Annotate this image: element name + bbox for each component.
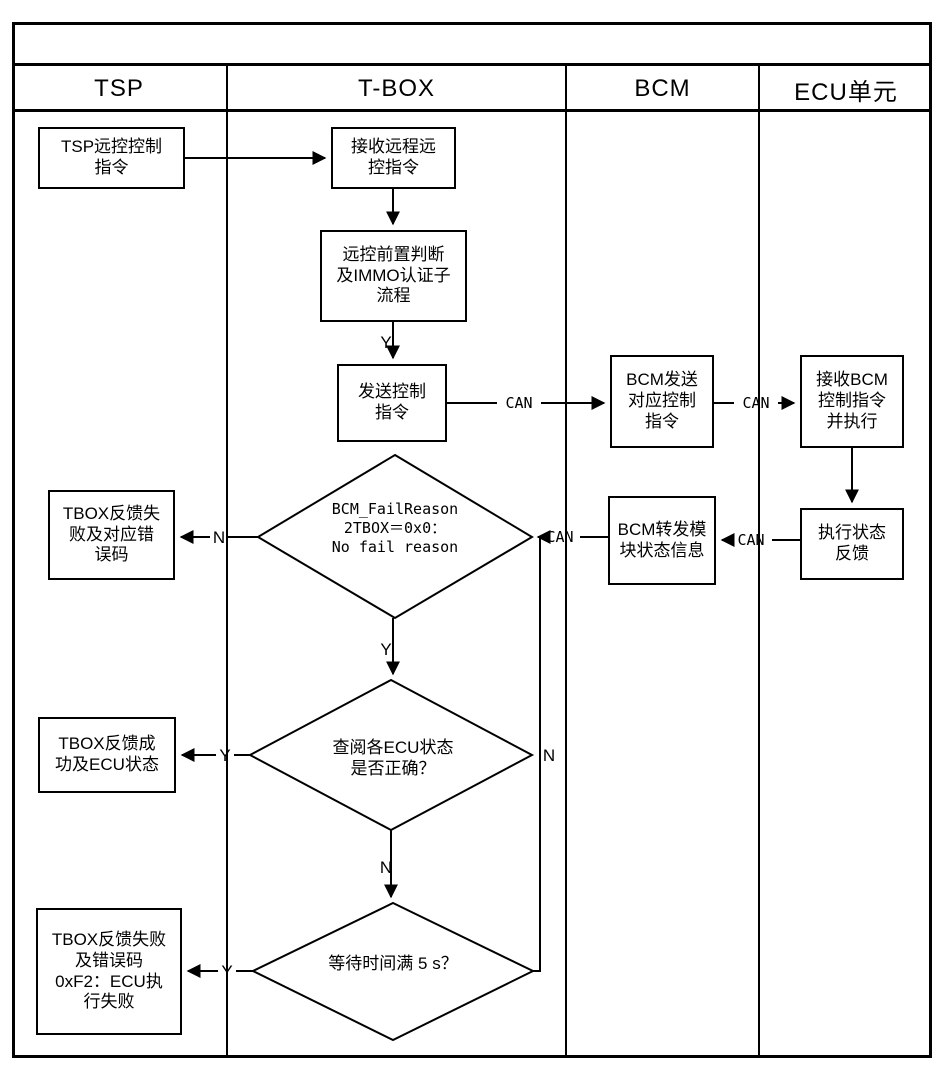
lane-header-strip bbox=[12, 66, 932, 112]
node-bcm-send-control[interactable]: BCM发送 对应控制 指令 bbox=[610, 355, 714, 448]
lane-divider-tsp-tbox bbox=[226, 66, 228, 1058]
lane-header-tbox-label: T-BOX bbox=[357, 75, 435, 102]
node-execution-status-feedback[interactable]: 执行状态 反馈 bbox=[800, 508, 904, 580]
lane-header-tbox: T-BOX bbox=[228, 66, 565, 112]
node-tbox-feedback-success[interactable]: TBOX反馈成 功及ECU状态 bbox=[38, 717, 176, 793]
lane-divider-tbox-bcm bbox=[565, 66, 567, 1058]
lane-header-bcm-label: BCM bbox=[634, 75, 691, 102]
node-ecu-receive-execute[interactable]: 接收BCM 控制指令 并执行 bbox=[800, 355, 904, 448]
node-receive-remote-command[interactable]: 接收远程远 控指令 bbox=[331, 127, 456, 189]
lane-header-tsp: TSP bbox=[12, 66, 226, 112]
diagram-frame bbox=[12, 22, 932, 1058]
node-send-control-command[interactable]: 发送控制 指令 bbox=[337, 364, 447, 442]
lane-header-bcm: BCM bbox=[567, 66, 758, 112]
node-bcm-forward-status[interactable]: BCM转发模 块状态信息 bbox=[608, 496, 716, 585]
node-tbox-feedback-fail-code[interactable]: TBOX反馈失 败及对应错 误码 bbox=[48, 490, 175, 580]
title-strip bbox=[12, 22, 932, 66]
node-tsp-remote-command[interactable]: TSP远控控制 指令 bbox=[38, 127, 185, 189]
node-precheck-immo-auth[interactable]: 远控前置判断 及IMMO认证子 流程 bbox=[320, 230, 467, 322]
lane-header-tsp-label: TSP bbox=[94, 75, 144, 102]
lane-header-ecu-label: ECU单元 bbox=[794, 78, 898, 106]
lane-header-ecu: ECU单元 bbox=[760, 66, 932, 112]
lane-divider-bcm-ecu bbox=[758, 66, 760, 1058]
node-tbox-feedback-fail-0xf2[interactable]: TBOX反馈失败 及错误码 0xF2：ECU执 行失败 bbox=[36, 908, 182, 1035]
